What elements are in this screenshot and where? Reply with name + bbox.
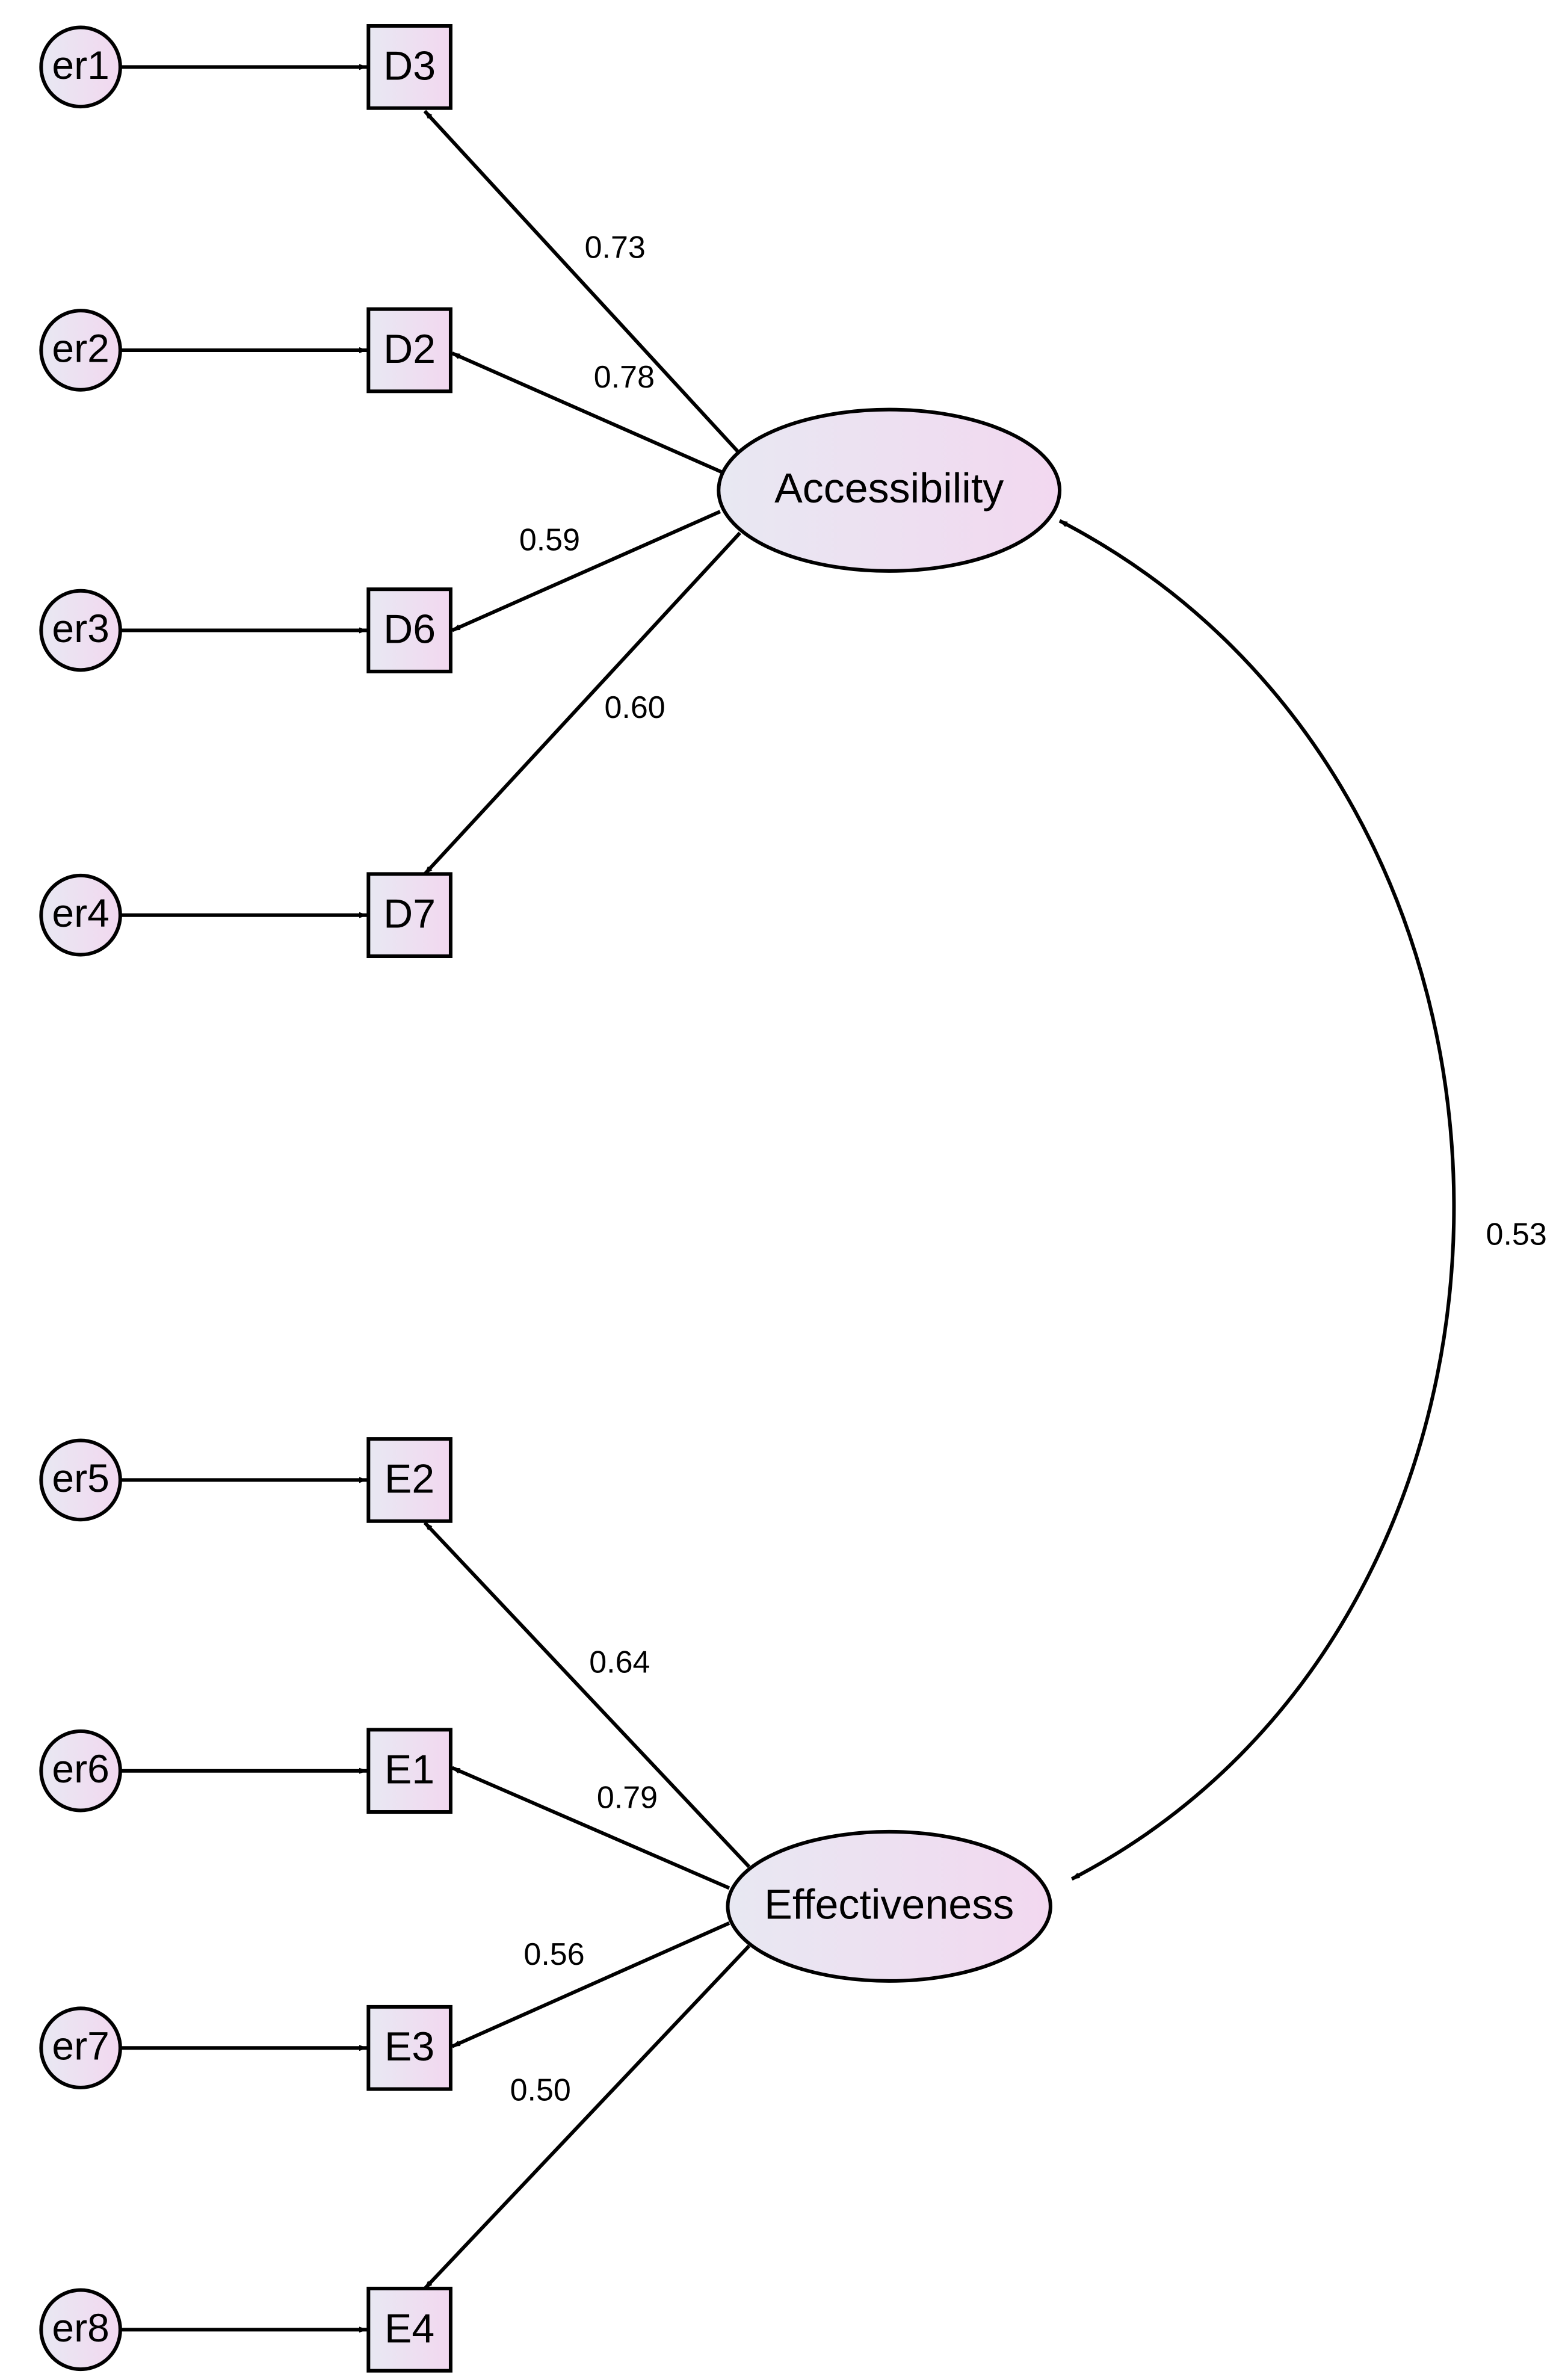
labels-layer: 0.53 0.73 0.78 0.59 0.60 0.64 0.79 0.56 0.50 [510,230,1547,2108]
error-label: er8 [52,2305,109,2350]
indicator-node-e1: E1 [366,1728,452,1814]
error-node-er6: er6 [39,1729,122,1813]
error-node-er4: er4 [39,873,122,957]
error-label: er3 [52,606,109,651]
indicator-label: D2 [383,326,436,372]
indicator-label: D6 [383,607,436,652]
loading-coefficient-d2: 0.78 [594,360,655,395]
indicator-node-e4: E4 [366,2287,452,2373]
error-circle [39,25,122,109]
loading-coefficient-d6: 0.59 [519,523,580,558]
indicator-label: E4 [384,2305,434,2351]
loading-coefficient-e4: 0.50 [510,2072,571,2107]
loading-coefficient-e2: 0.64 [589,1645,650,1680]
error-circle [39,589,122,672]
error-circle [39,1729,122,1813]
error-node-er8: er8 [39,2288,122,2372]
loading-arrow-d6 [451,510,721,632]
loading-arrow-d2 [451,351,723,474]
loading-arrow-e4 [423,1944,751,2290]
loading-arrow-e3 [451,1921,730,2048]
nodes-layer: er1 er2 er3 er4 er5 er6 er7 er8 D3D2D6D7E2E1E3E4… [39,24,1062,2373]
indicator-node-d7: D7 [366,872,452,959]
indicator-box [366,24,452,110]
latent-ellipse [717,407,1062,573]
error-node-er1: er1 [39,25,122,109]
indicator-box [366,2004,452,2091]
covariance-arrow [1058,519,1456,1881]
indicator-node-d2: D2 [366,307,452,394]
loading-arrow-e1 [451,1766,730,1890]
error-label: er4 [52,891,109,935]
indicator-label: E3 [384,2024,434,2069]
error-circle [39,2006,122,2090]
indicator-label: E2 [384,1456,434,1501]
error-label: er7 [52,2024,109,2068]
latent-node-effectiveness: Effectiveness [726,1829,1052,1983]
latent-ellipse [726,1829,1052,1983]
loading-coefficient-d7: 0.60 [605,690,665,725]
error-node-er5: er5 [39,1438,122,1522]
indicator-box [366,587,452,673]
loading-coefficient-e3: 0.56 [523,1937,584,1972]
error-label: er5 [52,1456,109,1500]
loading-arrow-d3 [423,110,741,456]
error-label: er6 [52,1746,109,1791]
indicator-label: D3 [383,43,436,88]
latent-label: Effectiveness [764,1881,1014,1927]
error-label: er1 [52,43,109,87]
latent-label: Accessibility [774,465,1004,512]
latent-node-accessibility: Accessibility [717,407,1062,573]
loading-arrow-d7 [423,531,741,876]
error-label: er2 [52,326,109,370]
error-node-er7: er7 [39,2006,122,2090]
indicator-box [366,872,452,959]
indicator-box [366,2287,452,2373]
error-node-er2: er2 [39,309,122,392]
loading-coefficient-d3: 0.73 [585,230,646,265]
error-circle [39,1438,122,1522]
indicator-box [366,1437,452,1523]
indicator-box [366,307,452,394]
error-circle [39,2288,122,2372]
error-circle [39,873,122,957]
indicator-node-d6: D6 [366,587,452,673]
error-node-er3: er3 [39,589,122,672]
loading-coefficient-e1: 0.79 [597,1781,658,1816]
indicator-label: D7 [383,891,436,937]
indicator-label: E1 [384,1747,434,1793]
covariance-coefficient: 0.53 [1486,1217,1547,1252]
indicator-node-d3: D3 [366,24,452,110]
edges-layer [120,64,1456,2333]
loading-arrow-e2 [423,1521,751,1868]
error-circle [39,309,122,392]
indicator-box [366,1728,452,1814]
indicator-node-e2: E2 [366,1437,452,1523]
indicator-node-e3: E3 [366,2004,452,2091]
